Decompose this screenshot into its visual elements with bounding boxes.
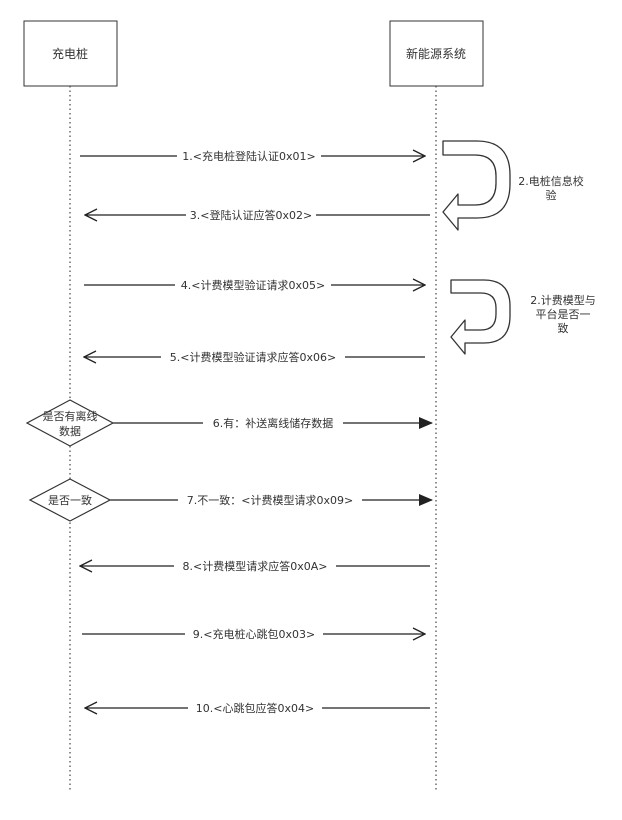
decision-consistent: 是否一致 <box>28 478 112 522</box>
note-1-line-1: 2.电桩信息校 <box>518 174 584 188</box>
participant-charging-pile: 充电桩 <box>23 20 118 87</box>
message-9-label: 9.<充电桩心跳包0x03> <box>193 627 315 641</box>
message-6-label: 6.有：补送离线储存数据 <box>213 416 334 430</box>
message-1: 1.<充电桩登陆认证0x01> <box>80 148 425 164</box>
decision-1-line-2: 数据 <box>59 424 81 438</box>
message-10: 10.<心跳包应答0x04> <box>85 700 430 716</box>
message-4: 4.<计费模型验证请求0x05> <box>84 277 425 293</box>
message-4-label: 4.<计费模型验证请求0x05> <box>181 278 325 292</box>
note-2-line-3: 致 <box>558 321 569 335</box>
note-2-line-1: 2.计费模型与 <box>530 293 596 307</box>
self-check-u-turn-arrow-2 <box>450 279 511 355</box>
decision-1-line-1: 是否有离线 <box>43 409 98 423</box>
participant-charging-pile-label: 充电桩 <box>52 46 88 61</box>
note-device-info-check: 2.电桩信息校 验 <box>518 174 584 202</box>
message-1-label: 1.<充电桩登陆认证0x01> <box>182 149 315 163</box>
decision-2-label: 是否一致 <box>48 493 92 507</box>
message-5-label: 5.<计费模型验证请求应答0x06> <box>170 350 336 364</box>
message-8: 8.<计费模型请求应答0x0A> <box>80 558 430 574</box>
message-7: 7.不一致：<计费模型请求0x09> <box>110 492 433 508</box>
message-8-label: 8.<计费模型请求应答0x0A> <box>183 559 328 573</box>
message-3-label: 3.<登陆认证应答0x02> <box>190 208 312 222</box>
participant-new-energy-system: 新能源系统 <box>389 20 484 87</box>
message-3: 3.<登陆认证应答0x02> <box>85 207 430 223</box>
message-10-label: 10.<心跳包应答0x04> <box>196 701 314 715</box>
participant-new-energy-system-label: 新能源系统 <box>406 46 466 61</box>
message-5: 5.<计费模型验证请求应答0x06> <box>84 349 425 365</box>
message-7-label: 7.不一致：<计费模型请求0x09> <box>187 493 353 507</box>
message-6: 6.有：补送离线储存数据 <box>113 415 433 431</box>
note-1-line-2: 验 <box>546 188 557 202</box>
self-check-u-turn-arrow-1 <box>442 140 511 231</box>
note-billing-model-consistency: 2.计费模型与 平台是否一 致 <box>530 293 596 335</box>
message-9: 9.<充电桩心跳包0x03> <box>82 626 425 642</box>
note-2-line-2: 平台是否一 <box>536 307 591 321</box>
decision-offline-data: 是否有离线 数据 <box>25 399 115 447</box>
